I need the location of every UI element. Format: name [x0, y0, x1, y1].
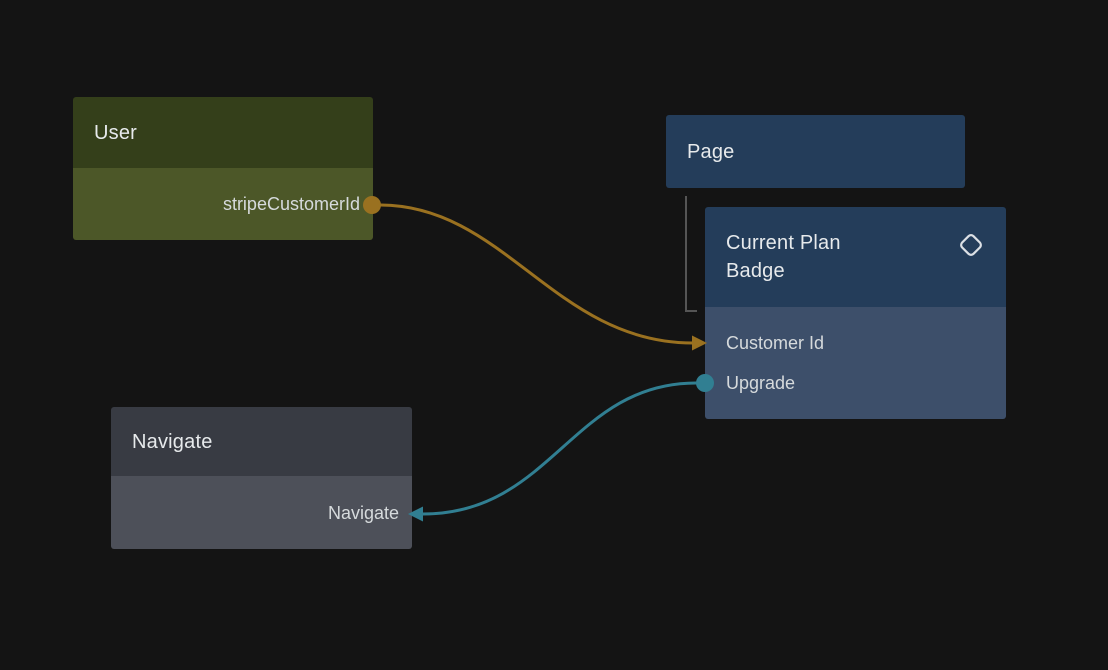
user-node-body: stripeCustomerId	[73, 168, 373, 240]
port-navigate[interactable]: Navigate	[327, 502, 399, 523]
connection-stripecustomerid-to-customerid[interactable]	[363, 196, 707, 351]
connection-upgrade-to-navigate[interactable]	[408, 374, 714, 522]
port-customer-id[interactable]: Customer Id	[726, 333, 825, 353]
navigate-node-header: Navigate	[111, 407, 412, 476]
navigate-node-title: Navigate	[132, 430, 213, 453]
current-plan-badge-node[interactable]: Current Plan Badge Customer Id Upgrade	[705, 207, 1006, 419]
diamond-icon	[960, 234, 982, 256]
navigate-node[interactable]: Navigate Navigate	[111, 407, 412, 549]
connection-wire[interactable]	[378, 203, 695, 345]
page-node[interactable]: Page	[666, 115, 965, 188]
hierarchy-connector-line	[685, 196, 697, 312]
page-node-header: Page	[666, 115, 965, 188]
current-plan-badge-node-body: Customer Id Upgrade	[705, 307, 1006, 419]
current-plan-badge-node-header: Current Plan Badge	[705, 207, 1006, 307]
connection-wire[interactable]	[421, 381, 698, 516]
user-node-header: User	[73, 97, 373, 168]
port-upgrade[interactable]: Upgrade	[726, 373, 796, 393]
page-node-title: Page	[687, 140, 735, 163]
current-plan-badge-node-title: Current Plan Badge	[726, 232, 841, 282]
user-node-title: User	[94, 121, 138, 144]
port-stripecustomerid[interactable]: stripeCustomerId	[222, 194, 360, 214]
user-node[interactable]: User stripeCustomerId	[73, 97, 373, 240]
navigate-node-body: Navigate	[111, 476, 412, 549]
